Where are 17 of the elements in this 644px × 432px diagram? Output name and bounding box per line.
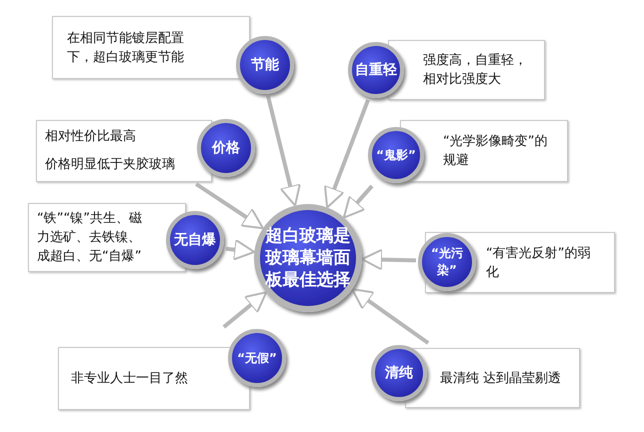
topic-circle: “无假” <box>228 329 286 387</box>
arrow <box>351 288 430 345</box>
arrow <box>222 291 268 329</box>
callout-card: 在相同节能镀层配置下，超白玻璃更节能 <box>52 16 250 79</box>
topic-circle: 无自爆 <box>166 211 224 269</box>
arrow <box>360 248 416 271</box>
topic-circle: 自重轻 <box>348 42 404 98</box>
arrow <box>266 96 301 207</box>
topic-circle: 清纯 <box>371 345 427 401</box>
topic-circle: 节能 <box>236 36 294 94</box>
hub-circle: 超白玻璃是玻璃幕墙面板最佳选择 <box>254 204 362 312</box>
arrow <box>324 99 370 209</box>
arrow <box>342 184 374 219</box>
arrow <box>226 238 256 261</box>
arrow <box>195 182 264 230</box>
topic-circle: 价格 <box>197 119 255 177</box>
topic-circle: “鬼影” <box>368 127 424 183</box>
